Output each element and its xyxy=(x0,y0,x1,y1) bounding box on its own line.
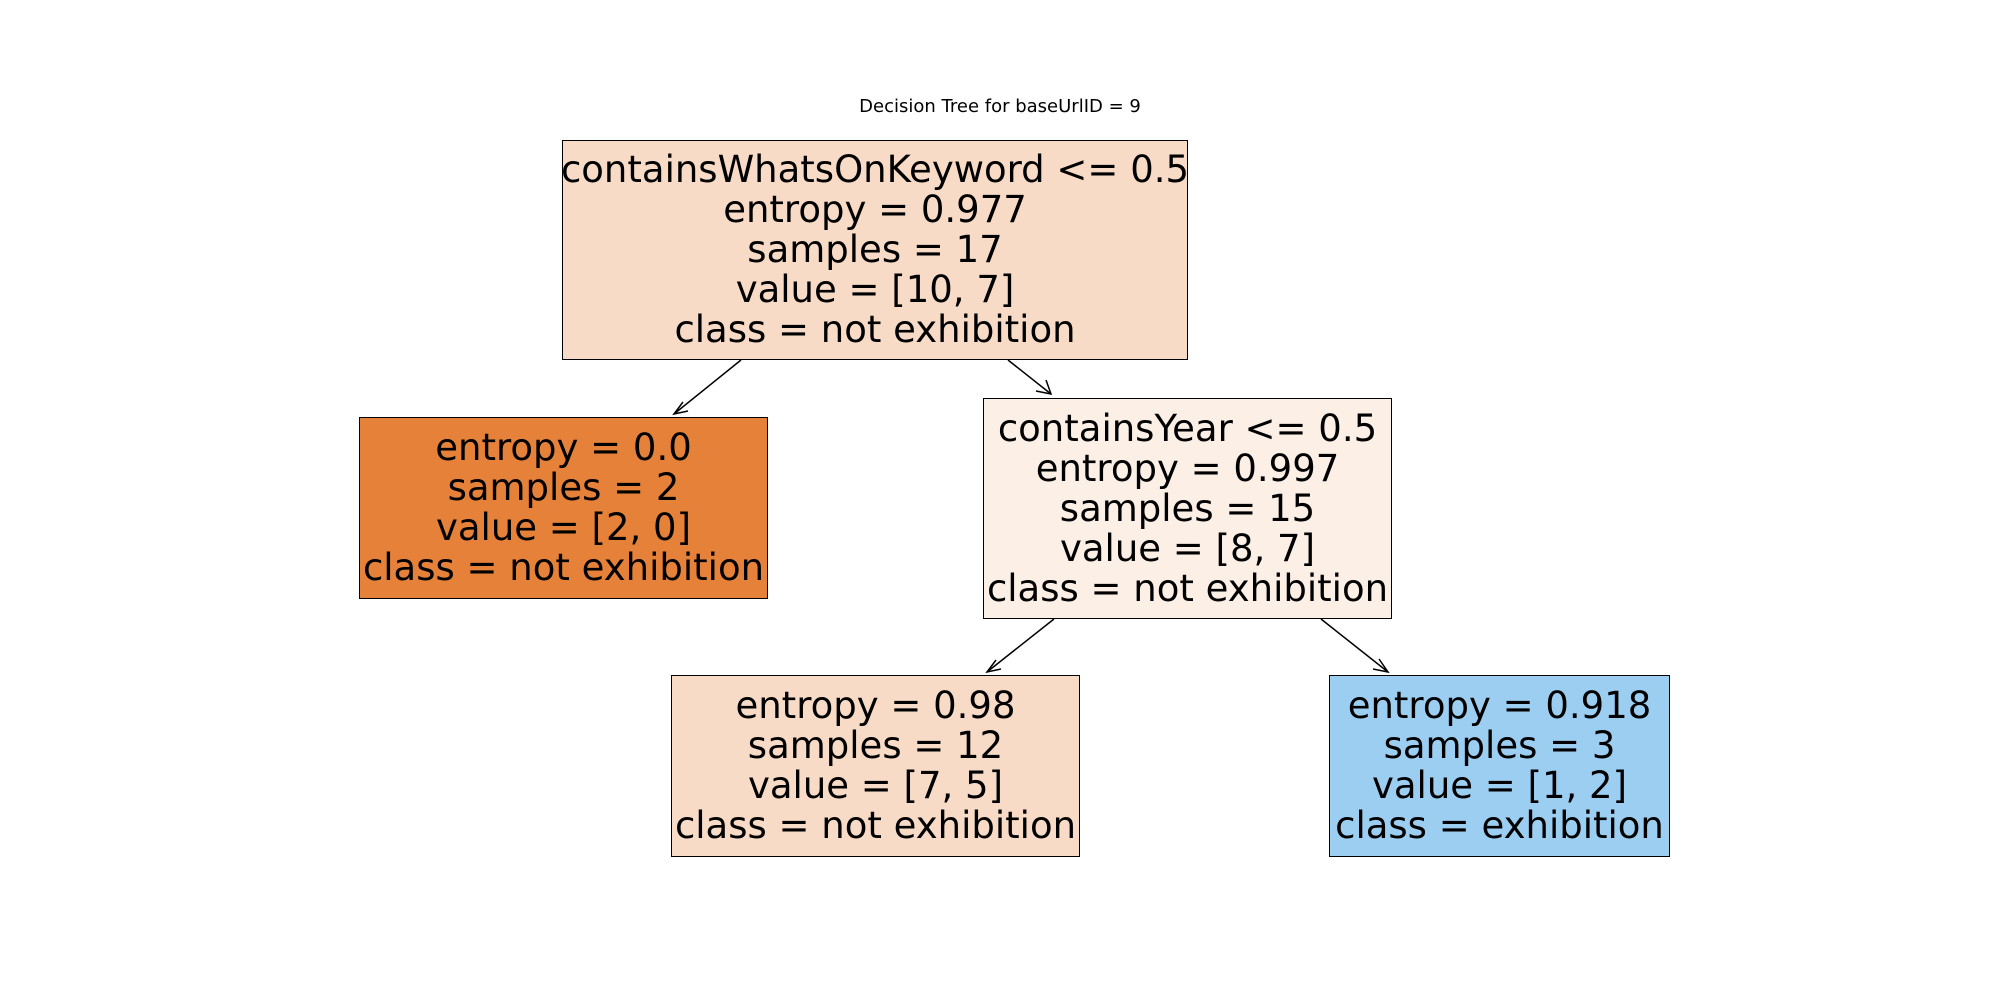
edge-split-to-right-leaf xyxy=(1320,618,1389,673)
value-label: value = [7, 5] xyxy=(747,764,1004,807)
entropy-label: entropy = 0.0 xyxy=(435,426,692,469)
tree-node-left-right-leaf: entropy = 0.98 samples = 12 value = [7, … xyxy=(671,675,1080,857)
tree-node-right-right-leaf: entropy = 0.918 samples = 3 value = [1, … xyxy=(1329,675,1670,857)
value-label: value = [2, 0] xyxy=(435,506,692,549)
arrowhead-right-right-leaf xyxy=(1372,658,1390,674)
arrowhead-right-split xyxy=(1035,379,1053,395)
tree-node-left-leaf: entropy = 0.0 samples = 2 value = [2, 0]… xyxy=(359,417,768,599)
class-label: class = not exhibition xyxy=(362,546,765,589)
entropy-label: entropy = 0.98 xyxy=(735,684,1016,727)
edge-split-to-left-leaf xyxy=(986,618,1055,673)
samples-label: samples = 2 xyxy=(447,466,680,509)
class-label: class = not exhibition xyxy=(674,308,1076,351)
entropy-label: entropy = 0.918 xyxy=(1347,684,1652,727)
edge-root-to-right-split xyxy=(1007,359,1052,395)
class-label: class = exhibition xyxy=(1335,804,1664,847)
entropy-label: entropy = 0.977 xyxy=(723,188,1027,231)
arrowhead-left-right-leaf xyxy=(985,659,1002,674)
split-condition: containsYear <= 0.5 xyxy=(997,406,1378,450)
diagram-title: Decision Tree for baseUrlID = 9 xyxy=(859,96,1141,117)
entropy-label: entropy = 0.997 xyxy=(1035,446,1340,490)
samples-label: samples = 3 xyxy=(1383,724,1616,767)
edge-root-to-left-leaf xyxy=(673,359,742,415)
arrowhead-left-leaf xyxy=(672,401,689,416)
class-label: class = not exhibition xyxy=(674,804,1077,847)
samples-label: samples = 17 xyxy=(747,228,1003,271)
class-label: class = not exhibition xyxy=(986,566,1389,610)
samples-label: samples = 12 xyxy=(747,724,1004,767)
tree-node-right-split: containsYear <= 0.5 entropy = 0.997 samp… xyxy=(983,398,1392,619)
value-label: value = [1, 2] xyxy=(1371,764,1628,807)
samples-label: samples = 15 xyxy=(1059,486,1316,530)
split-condition: containsWhatsOnKeyword <= 0.5 xyxy=(560,148,1190,191)
tree-node-root: containsWhatsOnKeyword <= 0.5 entropy = … xyxy=(560,140,1190,360)
value-label: value = [8, 7] xyxy=(1059,526,1316,570)
value-label: value = [10, 7] xyxy=(735,268,1015,311)
